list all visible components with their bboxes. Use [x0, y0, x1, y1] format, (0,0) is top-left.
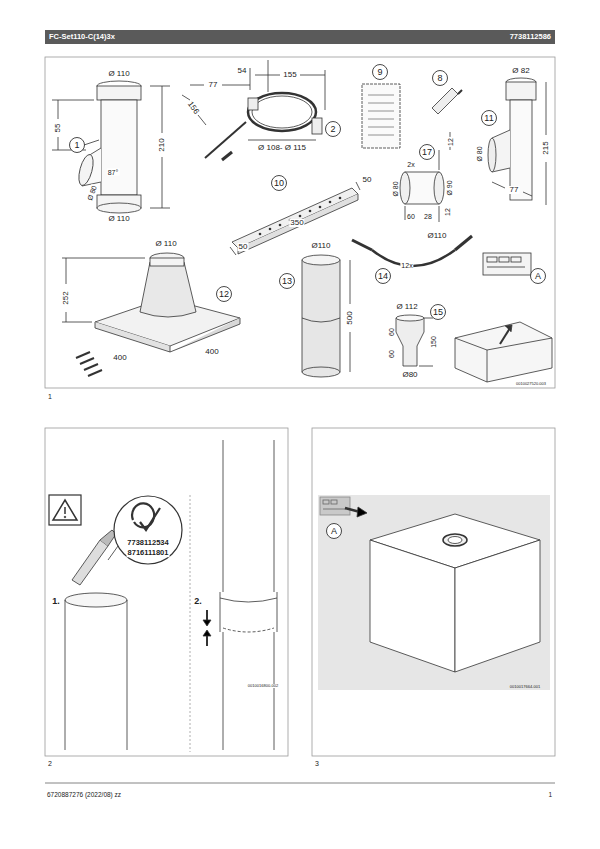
dimension-label: 7738112534	[126, 539, 169, 547]
callout-circle	[217, 287, 232, 302]
dimension-label: 7738112586	[509, 33, 552, 41]
dimension-label: 87°	[107, 169, 120, 176]
callout-circle	[482, 111, 497, 126]
dimension-label: 150	[430, 335, 437, 349]
dimension-label: Ø110	[311, 242, 332, 250]
callout-number: 10	[273, 179, 285, 188]
dimension-label: 50	[362, 176, 373, 184]
callout-number: 8	[436, 74, 443, 83]
dimension-label: 252	[62, 290, 70, 305]
dimension-label: 1.	[51, 597, 61, 606]
callout-circle	[327, 524, 342, 539]
callout-circle	[280, 274, 295, 289]
callout-circle	[433, 71, 448, 86]
dimension-label: 156	[185, 99, 200, 116]
dimension-label: 2.	[193, 597, 203, 606]
dimension-label: 28	[423, 213, 433, 220]
callout-number: 2	[329, 125, 336, 134]
dimension-label: 50	[238, 243, 249, 251]
callout-number: 11	[483, 114, 494, 123]
callout-circle	[272, 176, 287, 191]
dimension-label: 500	[346, 310, 354, 325]
dimension-label: Ø80	[401, 371, 418, 379]
dimension-label: 55	[54, 123, 62, 134]
dimension-label: Ø 108- Ø 115	[257, 144, 307, 152]
callout-number: 17	[421, 148, 433, 157]
dimension-label: 1	[547, 792, 553, 799]
dimension-label: 54	[237, 67, 248, 75]
dimension-label: 60	[388, 349, 395, 359]
dimension-label: 400	[112, 354, 127, 362]
callout-circle	[531, 269, 546, 284]
dimension-label: 3	[314, 760, 320, 767]
dimension-label: Ø 110	[107, 70, 130, 78]
callout-number: 1	[73, 141, 80, 150]
dimension-label: 8716111801	[127, 549, 170, 557]
callout-number: 14	[377, 272, 389, 281]
dimension-label: FC-Set110-C(14)3x	[48, 33, 116, 41]
dimension-label: 12	[444, 207, 451, 217]
callout-number: 15	[432, 308, 444, 317]
dimension-label: 215	[542, 140, 550, 155]
dimension-label: 60	[406, 213, 416, 220]
dimension-label: 1	[47, 393, 53, 400]
dimension-label: Ø 90	[446, 179, 453, 196]
callout-number: A	[534, 272, 542, 281]
dimension-label: 12	[447, 137, 454, 147]
dimension-label: 77	[509, 186, 520, 194]
dimension-label: 210	[158, 137, 166, 152]
callout-number: 12	[218, 290, 230, 299]
callout-circle	[376, 269, 391, 284]
dimension-label: Ø 82	[511, 67, 530, 75]
callout-circle	[70, 138, 85, 153]
dimension-label: 77	[208, 81, 219, 89]
dimension-label: Ø 80	[392, 180, 399, 197]
dimension-label: Ø 110	[107, 215, 130, 223]
callout-number: A	[330, 527, 338, 536]
dimension-label: 155	[282, 71, 297, 79]
dimension-label: 0010017664-001	[509, 685, 541, 689]
dimension-label: Ø 80	[86, 184, 98, 203]
dimension-label: 350	[289, 219, 304, 227]
dimension-label: Ø 110	[154, 240, 177, 248]
dimension-label: 2	[47, 760, 53, 767]
callout-circle	[326, 122, 341, 137]
callout-number: 9	[376, 68, 383, 77]
dimension-label: 0010016800-002	[247, 684, 279, 688]
dimension-label: 12x	[400, 262, 413, 269]
dimension-label: Ø110	[427, 232, 448, 240]
callout-number: 13	[281, 277, 293, 286]
dimension-label: 0010027520.003	[515, 382, 547, 386]
dimension-label: Ø 112	[395, 303, 418, 311]
dimension-label: 6720887276 (2022/08) zz	[46, 792, 122, 799]
callout-circle	[431, 305, 446, 320]
dimension-label: 2x	[406, 161, 415, 168]
dimension-label: 60	[388, 327, 395, 337]
dimension-label: Ø 80	[476, 145, 483, 162]
callout-circle	[373, 65, 388, 80]
dimension-label: 400	[204, 348, 219, 356]
callout-circle	[420, 145, 435, 160]
